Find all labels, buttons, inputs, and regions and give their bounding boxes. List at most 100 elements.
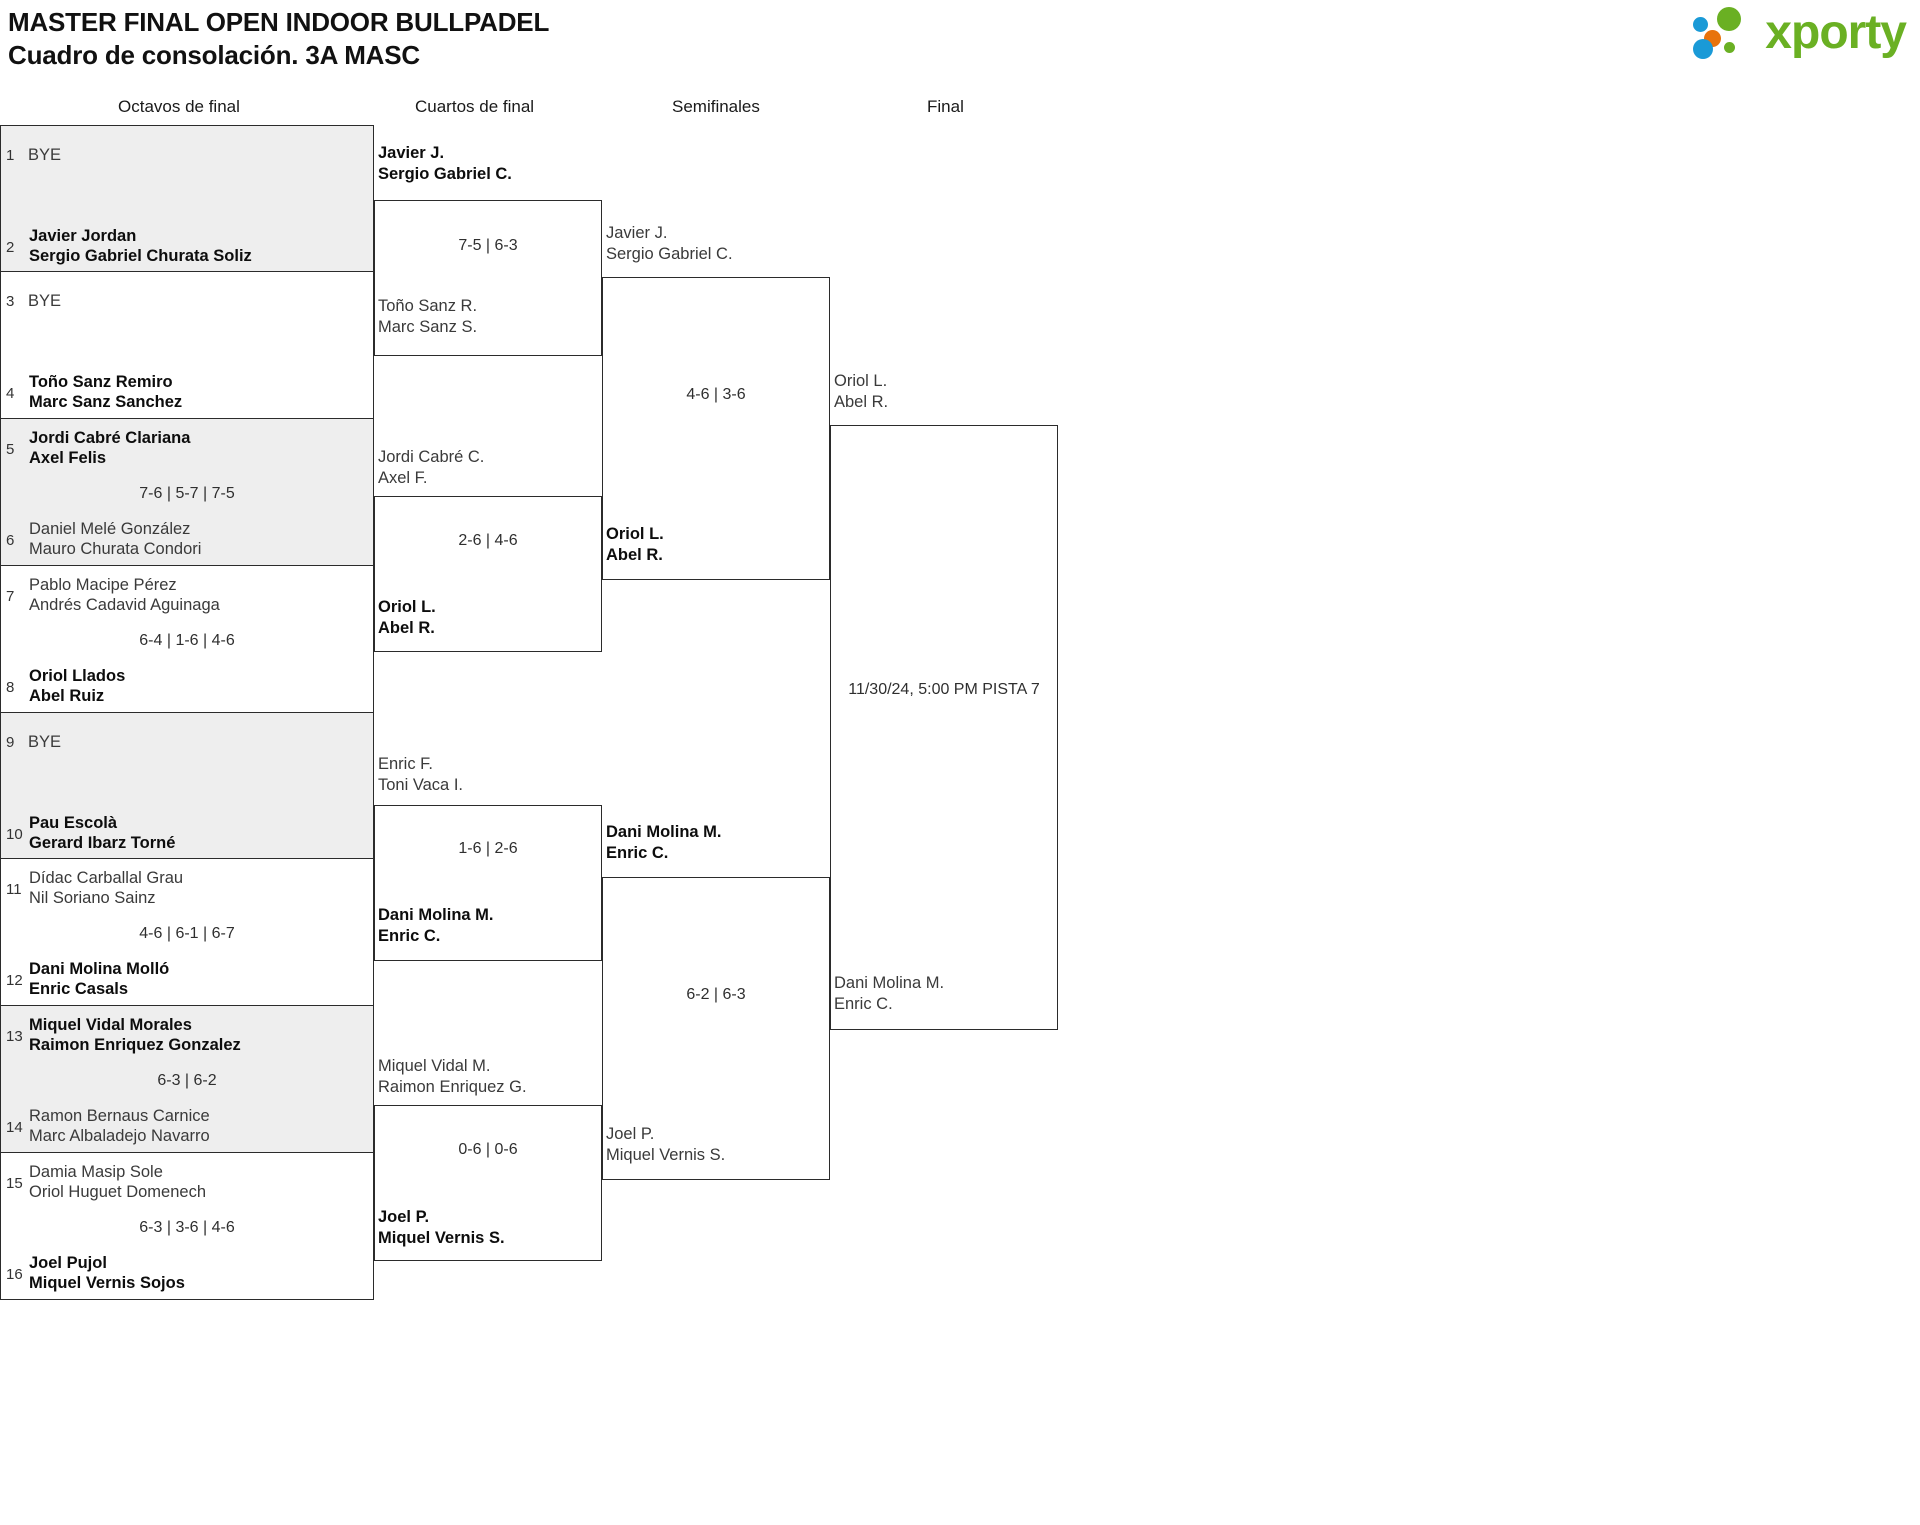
sf1-top-p2: Sergio Gabriel C. (606, 245, 733, 263)
qf1-bot-p1: Toño Sanz R. (378, 297, 478, 315)
team-name-top-p2: Raimon Enriquez Gonzalez (29, 1035, 241, 1054)
team-name-top-p2: Nil Soriano Sainz (29, 889, 156, 908)
round-title-semifinales: Semifinales (672, 97, 760, 116)
team-name-top: BYE (28, 145, 62, 164)
r16-match[interactable]: 9 BYE 10 Pau Escolà Gerard Ibarz Torné (0, 711, 374, 860)
qf2-top-p1: Jordi Cabré C. (378, 448, 485, 466)
round-title-octavos: Octavos de final (118, 97, 240, 116)
sf1-bot-p1: Oriol L. (606, 525, 664, 543)
qf4-top-p1: Miquel Vidal M. (378, 1057, 491, 1075)
r16-match[interactable]: 13 Miquel Vidal Morales Raimon Enriquez … (0, 1004, 374, 1153)
round-of-16-column: 1 BYE 2 Javier Jordan Sergio Gabriel Chu… (0, 124, 374, 1300)
seed-number: 1 (6, 146, 15, 164)
seed-number: 6 (6, 532, 15, 550)
team-name-bottom-p1: Dani Molina Molló (29, 960, 170, 979)
team-name-top-p1: Dídac Carballal Grau (29, 869, 184, 888)
sf-match-box[interactable] (602, 877, 830, 1180)
r16-match[interactable]: 5 Jordi Cabré Clariana Axel Felis 7-6 | … (0, 418, 374, 567)
match-score: 6-4 | 1-6 | 4-6 (139, 631, 235, 649)
seed-number: 8 (6, 678, 15, 696)
seed-number: 13 (6, 1027, 23, 1045)
team-name-top-p2: Oriol Huguet Domenech (29, 1182, 207, 1201)
seed-number: 5 (6, 441, 15, 459)
qf-match-box[interactable] (374, 1105, 602, 1261)
sf1-score: 4-6 | 3-6 (686, 386, 746, 403)
qf3-score: 1-6 | 2-6 (458, 840, 518, 857)
team-name-bottom-p1: Daniel Melé González (29, 520, 191, 539)
qf2-score: 2-6 | 4-6 (458, 532, 518, 549)
seed-number: 4 (6, 385, 15, 403)
team-name-top-p1: Jordi Cabré Clariana (29, 429, 191, 448)
qf3-top-p2: Toni Vaca I. (378, 776, 463, 794)
final-schedule: 11/30/24, 5:00 PM PISTA 7 (848, 681, 1040, 698)
sf-match-box[interactable] (602, 277, 830, 580)
sf2-top-p1: Dani Molina M. (606, 823, 722, 841)
sf2-bot-p1: Joel P. (606, 1125, 655, 1143)
seed-number: 15 (6, 1174, 23, 1192)
team-name-top: BYE (28, 732, 62, 751)
team-name-bottom-p2: Sergio Gabriel Churata Soliz (29, 246, 252, 265)
team-name-bottom-p2: Gerard Ibarz Torné (29, 833, 176, 852)
team-name-bottom-p1: Ramon Bernaus Carnice (29, 1106, 210, 1125)
team-name-bottom-p1: Joel Pujol (29, 1253, 107, 1272)
qf1-top-p2: Sergio Gabriel C. (378, 165, 512, 183)
team-name-top-p1: Miquel Vidal Morales (29, 1015, 192, 1034)
qf3-top-p1: Enric F. (378, 755, 434, 773)
team-name-top: BYE (28, 292, 62, 311)
team-name-bottom-p1: Toño Sanz Remiro (29, 373, 173, 392)
qf4-top-p2: Raimon Enriquez G. (378, 1078, 527, 1096)
r16-match[interactable]: 7 Pablo Macipe Pérez Andrés Cadavid Agui… (0, 564, 374, 713)
team-name-bottom-p2: Marc Sanz Sanchez (29, 393, 183, 412)
seed-number: 11 (6, 881, 22, 899)
seed-number: 3 (6, 293, 15, 311)
qf1-score: 7-5 | 6-3 (458, 237, 518, 254)
team-name-bottom-p2: Abel Ruiz (29, 686, 105, 705)
team-name-bottom-p1: Pau Escolà (29, 813, 118, 832)
qf2-bot-p2: Abel R. (378, 619, 435, 637)
r16-match[interactable]: 1 BYE 2 Javier Jordan Sergio Gabriel Chu… (0, 124, 374, 273)
team-name-bottom-p2: Mauro Churata Condori (29, 540, 202, 559)
final-bot-p1: Dani Molina M. (834, 974, 945, 992)
r16-match[interactable]: 3 BYE 4 Toño Sanz Remiro Marc Sanz Sanch… (0, 271, 374, 420)
qf2-bot-p1: Oriol L. (378, 598, 436, 616)
qf-match-box[interactable] (374, 200, 602, 356)
seed-number: 7 (6, 587, 15, 605)
final-bot-p2: Enric C. (834, 995, 893, 1013)
final-match-box[interactable] (830, 425, 1058, 1030)
logo-wordmark: xporty (1765, 6, 1907, 59)
seed-number: 2 (6, 238, 15, 256)
sf2-score: 6-2 | 6-3 (686, 986, 746, 1003)
team-name-bottom-p2: Marc Albaladejo Navarro (29, 1126, 210, 1145)
final-top-p2: Abel R. (834, 393, 889, 411)
qf4-bot-p2: Miquel Vernis S. (378, 1229, 505, 1247)
qf4-bot-p1: Joel P. (378, 1208, 430, 1226)
tournament-name: MASTER FINAL OPEN INDOOR BULLPADEL (8, 7, 550, 37)
qf4-score: 0-6 | 0-6 (458, 1141, 518, 1158)
match-score: 7-6 | 5-7 | 7-5 (139, 485, 235, 503)
sf2-top-p2: Enric C. (606, 844, 669, 862)
match-score: 6-3 | 6-2 (157, 1071, 217, 1089)
logo-dots-icon (1693, 6, 1755, 60)
bracket-subtitle: Cuadro de consolación. 3A MASC (8, 40, 420, 71)
final-top-p1: Oriol L. (834, 372, 888, 390)
team-name-top-p2: Axel Felis (29, 449, 107, 468)
team-name-bottom-p2: Enric Casals (29, 980, 129, 999)
team-name-top-p1: Pablo Macipe Pérez (29, 575, 177, 594)
qf2-top-p2: Axel F. (378, 469, 428, 487)
round-title-cuartos: Cuartos de final (415, 97, 535, 116)
page-title: MASTER FINAL OPEN INDOOR BULLPADEL Cuadr… (8, 6, 549, 73)
seed-number: 10 (6, 825, 23, 843)
r16-match[interactable]: 11 Dídac Carballal Grau Nil Soriano Sain… (0, 858, 374, 1007)
seed-number: 9 (6, 733, 15, 751)
team-name-bottom-p1: Javier Jordan (29, 226, 137, 245)
seed-number: 16 (6, 1265, 23, 1283)
qf1-bot-p2: Marc Sanz S. (378, 318, 478, 336)
qf-match-box[interactable] (374, 496, 602, 652)
qf-match-box[interactable] (374, 805, 602, 961)
qf1-top-p1: Javier J. (378, 144, 445, 162)
round-title-final: Final (927, 97, 964, 116)
r16-match[interactable]: 15 Damia Masip Sole Oriol Huguet Domenec… (0, 1151, 374, 1300)
team-name-bottom-p1: Oriol Llados (29, 666, 126, 685)
match-score: 4-6 | 6-1 | 6-7 (139, 925, 235, 943)
team-name-top-p2: Andrés Cadavid Aguinaga (29, 595, 220, 614)
